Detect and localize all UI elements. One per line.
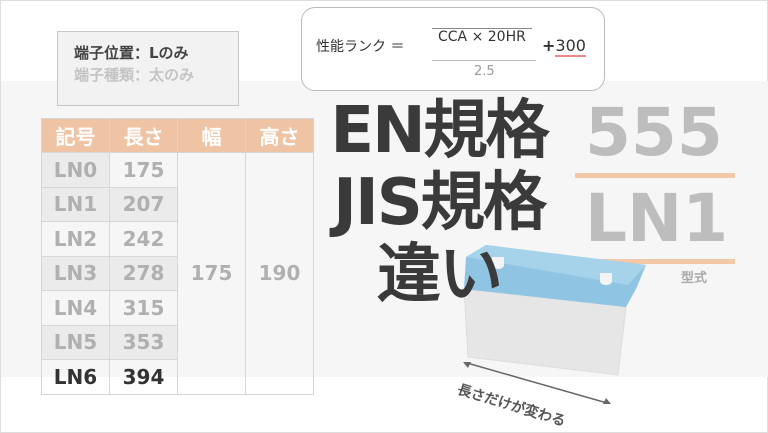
terminal-note: 端子位置：Lのみ 端子種類：太のみ (57, 31, 239, 106)
formula-numerator: CCA × 20HR (432, 28, 532, 45)
header: 記号 (41, 118, 110, 153)
cell: LN3 (41, 255, 110, 291)
rank-value: 555 (585, 94, 723, 171)
formula-lhs: 性能ランク ＝ (316, 39, 405, 55)
headline-line1: EN規格 (330, 94, 549, 168)
cell: LN5 (41, 324, 110, 360)
cell: LN0 (41, 152, 110, 188)
cell: 278 (109, 255, 178, 291)
cell: 207 (109, 186, 178, 222)
length-arrow-icon (463, 362, 611, 404)
cell: 315 (109, 290, 178, 326)
height-cell: 190 (245, 152, 314, 395)
terminal-type: 端子種類：太のみ (74, 66, 195, 84)
formula-constant: 300 (555, 36, 586, 57)
header: 長さ (109, 118, 178, 153)
rank-underline (575, 173, 735, 178)
cell: 353 (109, 324, 178, 360)
cell: LN1 (41, 186, 110, 222)
headline-line2: JIS規格 (333, 166, 547, 240)
cell: 175 (109, 152, 178, 188)
headline-line3: 違い (377, 238, 503, 312)
battery-icon (463, 245, 646, 376)
cell: LN6 (41, 359, 110, 395)
terminal-position: 端子位置：Lのみ (74, 44, 189, 62)
header: 幅 (177, 118, 246, 153)
cell: 242 (109, 221, 178, 257)
cell: LN4 (41, 290, 110, 326)
fraction-line (432, 60, 536, 61)
formula-denominator: 2.5 (474, 64, 495, 79)
cell: LN2 (41, 221, 110, 257)
formula-bubble: 性能ランク ＝ CCA × 20HR 2.5 +300 (301, 7, 605, 91)
plus-sign: + (542, 36, 556, 55)
cell: 394 (109, 359, 178, 395)
model-value: LN1 (585, 180, 729, 257)
header: 高さ (245, 118, 314, 153)
model-label: 型式 (681, 271, 708, 286)
headline: EN規格 JIS規格 違い (317, 95, 561, 311)
formula-plus: +300 (542, 36, 586, 57)
width-cell: 175 (177, 152, 246, 395)
model-underline (575, 259, 735, 264)
